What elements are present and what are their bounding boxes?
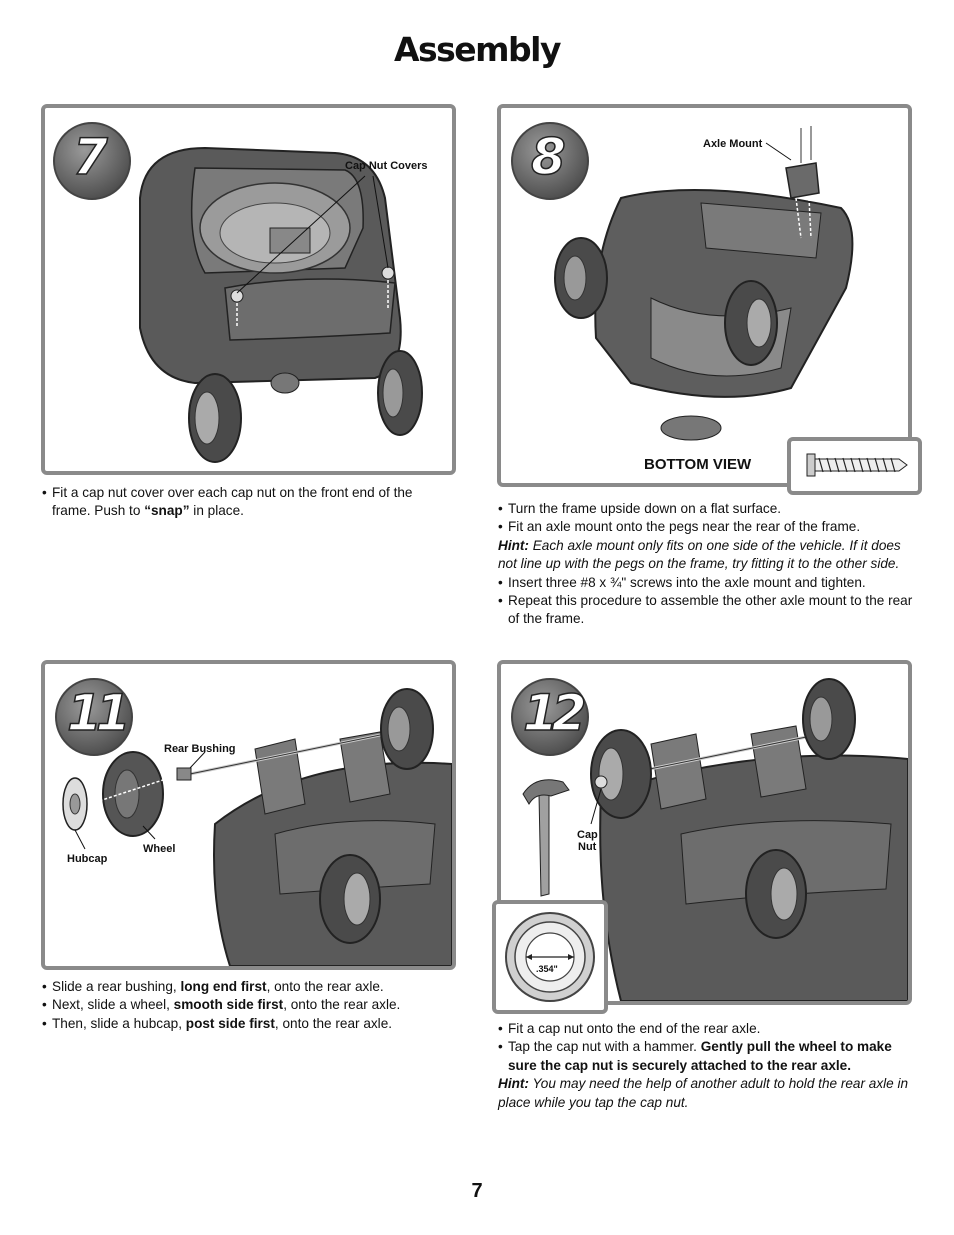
step-11-panel: 11 Rear Bushing Wheel Hubcap [41,660,456,970]
instruction-item: Slide a rear bushing, long end first, on… [42,978,452,996]
label-rear-bushing: Rear Bushing [164,743,236,755]
bottom-view-label: BOTTOM VIEW [644,456,752,473]
step-8-panel: 8 Axle Mount BOTTOM VIEW [497,104,912,487]
instruction-item: Repeat this procedure to assemble the ot… [498,592,918,629]
cap-nut-size-inset: .354" [492,900,608,1014]
cap-nut-gauge-icon [505,912,595,1002]
instruction-item: Fit a cap nut cover over each cap nut on… [42,484,442,521]
label-cap: Cap [577,829,598,841]
cap-nut-measurement: .354" [536,964,558,974]
step-badge [511,122,589,200]
step-12-illustration [522,678,908,1001]
step-7-instructions: Fit a cap nut cover over each cap nut on… [42,484,442,521]
step-7-illustration [139,146,423,463]
hint-text: Hint: You may need the help of another a… [498,1076,909,1110]
step-12-instructions: Fit a cap nut onto the end of the rear a… [498,1020,913,1112]
step-8-instructions: Turn the frame upside down on a flat sur… [498,500,918,629]
step-12-panel: 12 Cap Nut [497,660,912,1005]
label-nut: Nut [578,841,597,853]
step-11-illustration [62,688,452,966]
instruction-item: Insert three #8 x ¾" screws into the axl… [498,574,918,592]
step-8-illustration [554,126,854,441]
instruction-item: Fit an axle mount onto the pegs near the… [498,518,918,536]
instruction-item: Fit a cap nut onto the end of the rear a… [498,1020,913,1038]
label-cap-nut-covers: Cap Nut Covers [345,160,428,172]
label-hubcap: Hubcap [67,853,108,865]
instruction-item: Next, slide a wheel, smooth side first, … [42,996,452,1014]
step-badge [53,122,131,200]
step-number: 8 [530,127,566,187]
label-axle-mount: Axle Mount [703,138,763,150]
instruction-item: Tap the cap nut with a hammer. Gently pu… [498,1038,913,1075]
screw-size-inset [787,437,922,495]
screw-icon [806,453,908,477]
hint-text: Hint: Each axle mount only fits on one s… [498,537,901,572]
step-badge [55,678,133,756]
page-number: 7 [471,1180,483,1202]
label-wheel: Wheel [143,843,176,855]
step-badge [511,678,589,756]
step-7-panel: 7 Cap Nut Covers [41,104,456,475]
step-11-instructions: Slide a rear bushing, long end first, on… [42,978,452,1033]
step-number: 12 [522,683,587,743]
instruction-item: Then, slide a hubcap, post side first, o… [42,1015,452,1033]
step-number: 11 [66,683,131,743]
step-number: 7 [72,127,108,187]
instruction-item: Turn the frame upside down on a flat sur… [498,500,918,518]
page-title: Assembly [393,30,562,69]
